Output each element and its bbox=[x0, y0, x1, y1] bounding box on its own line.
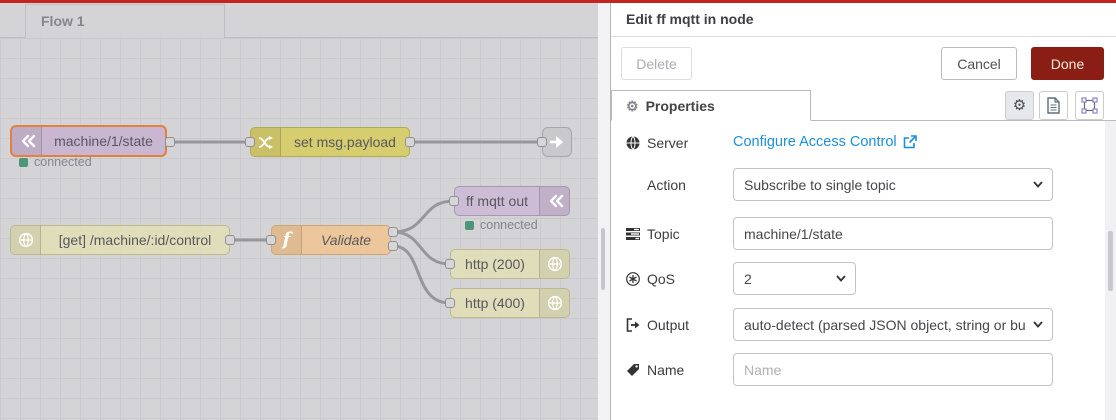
flow-canvas[interactable]: Flow 1 machine/1/state connected s bbox=[0, 3, 598, 420]
function-icon: f bbox=[272, 226, 302, 254]
node-label: machine/1/state bbox=[54, 133, 153, 149]
node-label: set msg.payload bbox=[294, 134, 396, 150]
server-link-text: Configure Access Control bbox=[733, 134, 897, 150]
port-in-change[interactable] bbox=[245, 137, 255, 147]
flow-tab-label: Flow 1 bbox=[41, 13, 85, 29]
chevron-down-icon bbox=[836, 275, 846, 282]
node-label: ff mqtt out bbox=[466, 193, 528, 209]
gear-icon: ⚙ bbox=[626, 97, 639, 114]
tabbar-divider bbox=[0, 37, 598, 38]
tag-icon bbox=[627, 364, 639, 376]
node-label: [get] /machine/:id/control bbox=[58, 232, 212, 248]
canvas-scrollbar bbox=[598, 3, 610, 420]
node-status-mqtt-out: connected bbox=[465, 218, 538, 232]
globe-icon bbox=[11, 226, 41, 254]
tray-title: Edit ff mqtt in node bbox=[626, 11, 754, 27]
node-http-in[interactable]: [get] /machine/:id/control bbox=[10, 225, 230, 255]
action-field-label: Action bbox=[647, 177, 686, 193]
top-accent-bar bbox=[0, 0, 1116, 3]
port-in-function[interactable] bbox=[266, 235, 276, 245]
name-input[interactable] bbox=[733, 353, 1053, 386]
tab-properties[interactable]: ⚙ Properties bbox=[611, 90, 811, 121]
node-label: http (200) bbox=[465, 256, 525, 272]
node-change[interactable]: set msg.payload bbox=[250, 127, 410, 157]
status-text: connected bbox=[480, 218, 538, 232]
output-select[interactable]: auto-detect (parsed JSON object, string … bbox=[733, 308, 1053, 341]
chevron-down-icon bbox=[1033, 321, 1043, 328]
edit-node-tray: Edit ff mqtt in node Delete Cancel Done … bbox=[610, 3, 1116, 420]
status-text: connected bbox=[34, 155, 92, 169]
name-field-label: Name bbox=[626, 358, 684, 382]
status-dot-green bbox=[465, 220, 474, 230]
port-out-mqtt-in[interactable] bbox=[165, 137, 175, 147]
node-status-mqtt-in: connected bbox=[19, 155, 92, 169]
status-dot-green bbox=[19, 157, 28, 167]
canvas-scrollbar-thumb[interactable] bbox=[601, 228, 605, 290]
appearance-button[interactable] bbox=[1075, 91, 1104, 120]
node-label: Validate bbox=[320, 232, 372, 248]
globe-icon bbox=[626, 136, 640, 150]
port-out-change[interactable] bbox=[405, 137, 415, 147]
change-icon bbox=[251, 128, 281, 156]
node-settings-button[interactable]: ⚙ bbox=[1005, 91, 1034, 120]
gear-icon: ⚙ bbox=[1012, 97, 1027, 114]
delete-button[interactable]: Delete bbox=[621, 47, 692, 80]
port-in-http-400[interactable] bbox=[445, 298, 455, 308]
port-in-http-200[interactable] bbox=[445, 259, 455, 269]
node-mqtt-out[interactable]: ff mqtt out bbox=[454, 186, 570, 216]
port-out1-function[interactable] bbox=[388, 227, 398, 237]
port-in-mqtt-out[interactable] bbox=[449, 196, 459, 206]
mqtt-icon bbox=[12, 127, 42, 155]
qos-icon bbox=[626, 272, 640, 286]
node-http-response-200[interactable]: http (200) bbox=[450, 249, 570, 279]
qos-select[interactable]: 2 bbox=[733, 262, 856, 295]
configure-access-control-link[interactable]: Configure Access Control bbox=[733, 134, 917, 150]
tasks-icon bbox=[626, 228, 640, 240]
node-label: http (400) bbox=[465, 295, 525, 311]
node-http-response-400[interactable]: http (400) bbox=[450, 288, 570, 318]
properties-tab-label: Properties bbox=[645, 97, 715, 114]
external-link-icon bbox=[903, 135, 917, 149]
cancel-button[interactable]: Cancel bbox=[941, 47, 1017, 80]
server-field-label: Server bbox=[626, 131, 688, 155]
chevron-down-icon bbox=[1033, 181, 1043, 188]
port-out-http-in[interactable] bbox=[225, 235, 235, 245]
topic-input[interactable] bbox=[733, 217, 1053, 250]
action-select[interactable]: Subscribe to single topic bbox=[733, 168, 1053, 201]
description-button[interactable] bbox=[1039, 91, 1068, 120]
tray-header: Edit ff mqtt in node bbox=[611, 3, 1116, 37]
output-field-label: Output bbox=[626, 313, 689, 337]
node-function-validate[interactable]: f Validate bbox=[271, 225, 391, 255]
tray-scrollbar-thumb[interactable] bbox=[1108, 231, 1113, 291]
qos-field-label: QoS bbox=[626, 267, 675, 291]
port-in-link-out[interactable] bbox=[537, 137, 547, 147]
mqtt-icon bbox=[539, 187, 569, 215]
tab-flow-1[interactable]: Flow 1 bbox=[25, 4, 225, 38]
document-icon bbox=[1047, 97, 1060, 114]
globe-icon bbox=[539, 250, 569, 278]
port-out2-function[interactable] bbox=[388, 241, 398, 251]
tray-scrollbar bbox=[1105, 121, 1116, 420]
node-mqtt-in[interactable]: machine/1/state bbox=[10, 125, 167, 157]
topic-field-label: Topic bbox=[626, 222, 680, 246]
tabrow-divider bbox=[611, 120, 1116, 121]
sign-out-icon bbox=[626, 318, 640, 332]
globe-icon bbox=[539, 289, 569, 317]
link-out-arrow-icon bbox=[543, 128, 571, 156]
done-button[interactable]: Done bbox=[1031, 47, 1104, 80]
selection-frame-icon bbox=[1081, 97, 1098, 114]
